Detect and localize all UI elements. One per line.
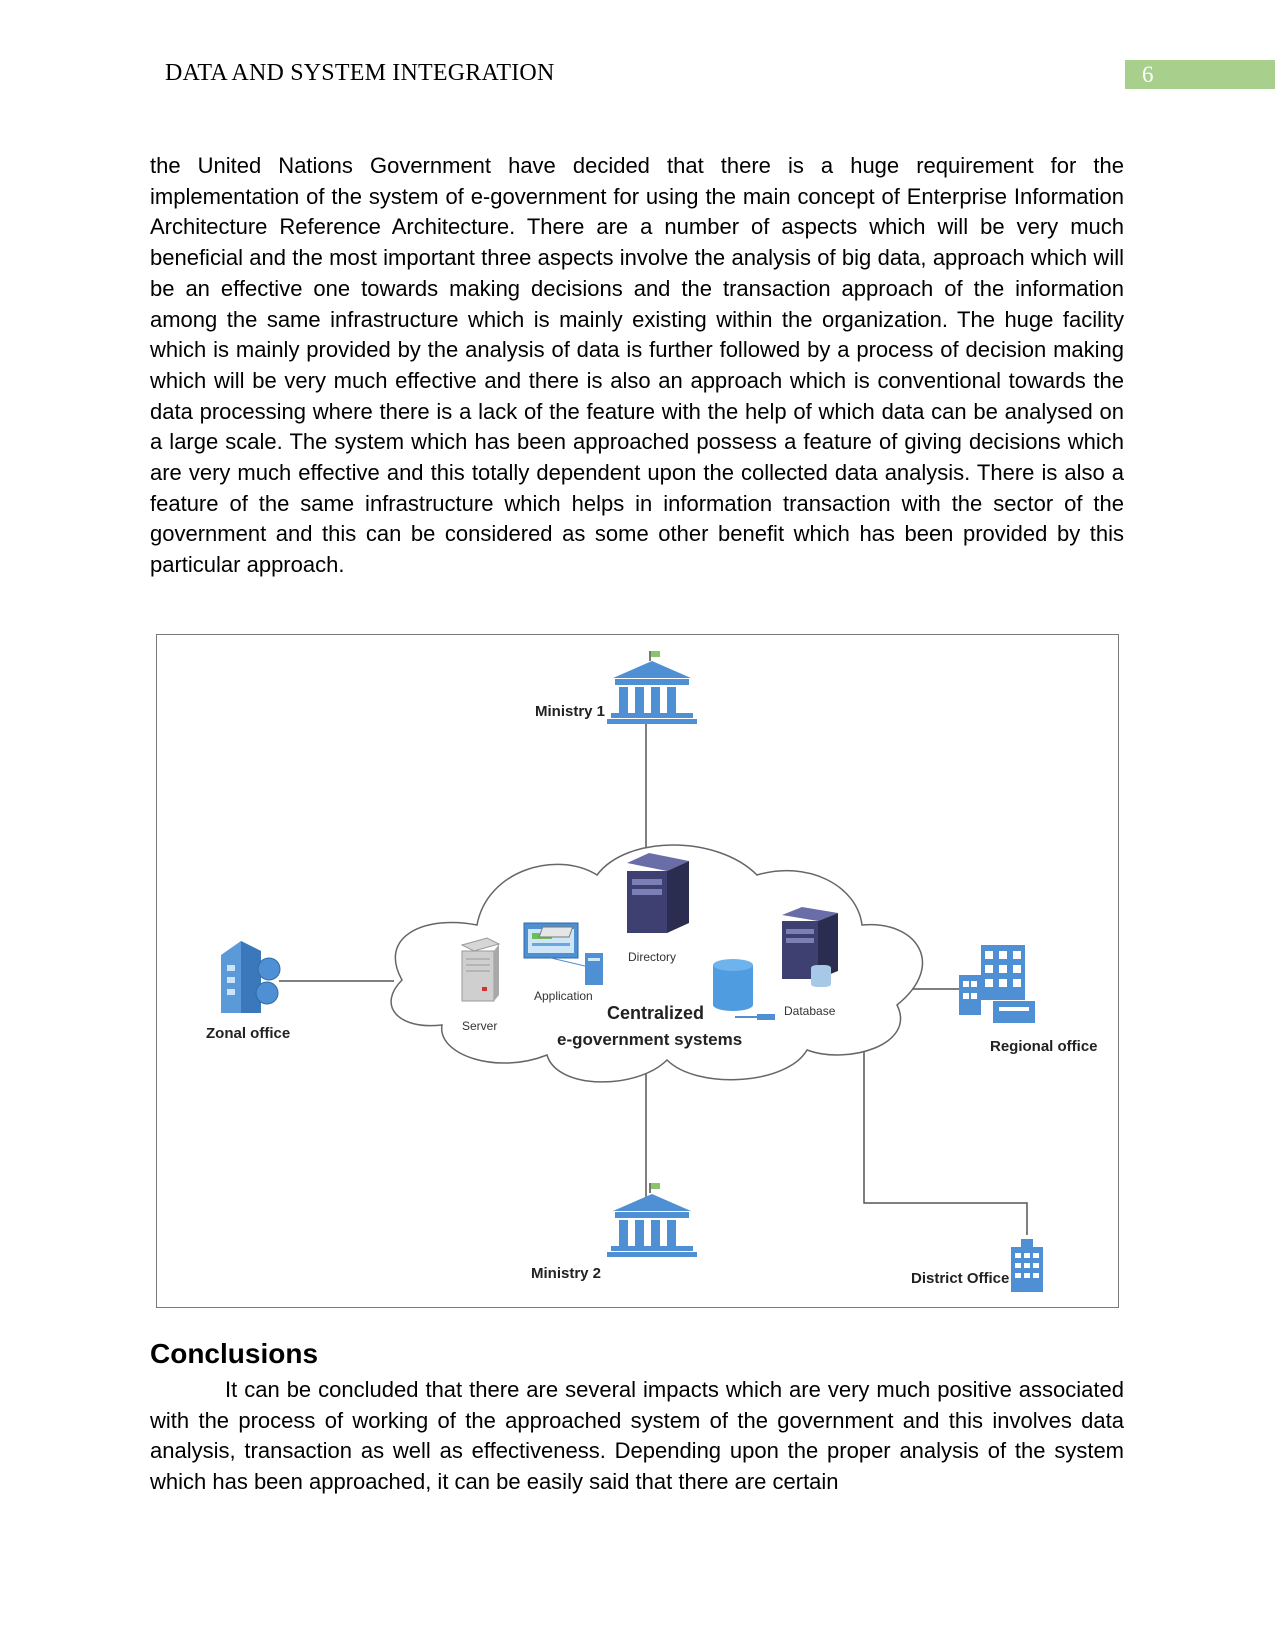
server-icon bbox=[460, 937, 501, 1002]
regional-office-icon bbox=[959, 945, 1035, 1023]
conclusions-heading: Conclusions bbox=[150, 1338, 319, 1369]
directory-label: Directory bbox=[628, 950, 676, 964]
ministry-1-icon bbox=[607, 651, 697, 724]
cloud-title-line-2: e-government systems bbox=[557, 1030, 742, 1049]
ministry-1-label: Ministry 1 bbox=[535, 703, 605, 720]
zonal-office-icon bbox=[221, 941, 281, 1013]
application-label: Application bbox=[534, 989, 593, 1003]
database-cylinder-icon bbox=[713, 959, 753, 1011]
e-government-diagram: Ministry 1 Ministry 2 Zonal office bbox=[156, 634, 1119, 1308]
server-label: Server bbox=[462, 1019, 497, 1033]
database-server-icon bbox=[782, 907, 838, 987]
diagram-canvas: Ministry 1 Ministry 2 Zonal office bbox=[206, 651, 1098, 1292]
body-paragraph-1: the United Nations Government have decid… bbox=[150, 153, 1124, 578]
ministry-2-label: Ministry 2 bbox=[531, 1265, 601, 1282]
district-office-label: District Office bbox=[911, 1270, 1009, 1287]
page-number-box: 6 bbox=[1125, 60, 1275, 89]
zonal-office-label: Zonal office bbox=[206, 1025, 290, 1042]
connector-plug-icon bbox=[757, 1014, 775, 1020]
directory-icon bbox=[538, 853, 689, 938]
cloud-shape bbox=[390, 844, 924, 1083]
page-number: 6 bbox=[1142, 62, 1154, 87]
regional-office-label: Regional office bbox=[990, 1038, 1098, 1055]
database-label: Database bbox=[784, 1004, 836, 1018]
running-head: DATA AND SYSTEM INTEGRATION bbox=[165, 60, 555, 86]
cloud-title-line-1: Centralized bbox=[607, 1003, 704, 1023]
ministry-2-icon bbox=[607, 1183, 697, 1257]
line-district-office bbox=[863, 1007, 1028, 1235]
district-office-icon bbox=[1011, 1239, 1043, 1292]
conclusions-paragraph: It can be concluded that there are sever… bbox=[150, 1377, 1124, 1495]
